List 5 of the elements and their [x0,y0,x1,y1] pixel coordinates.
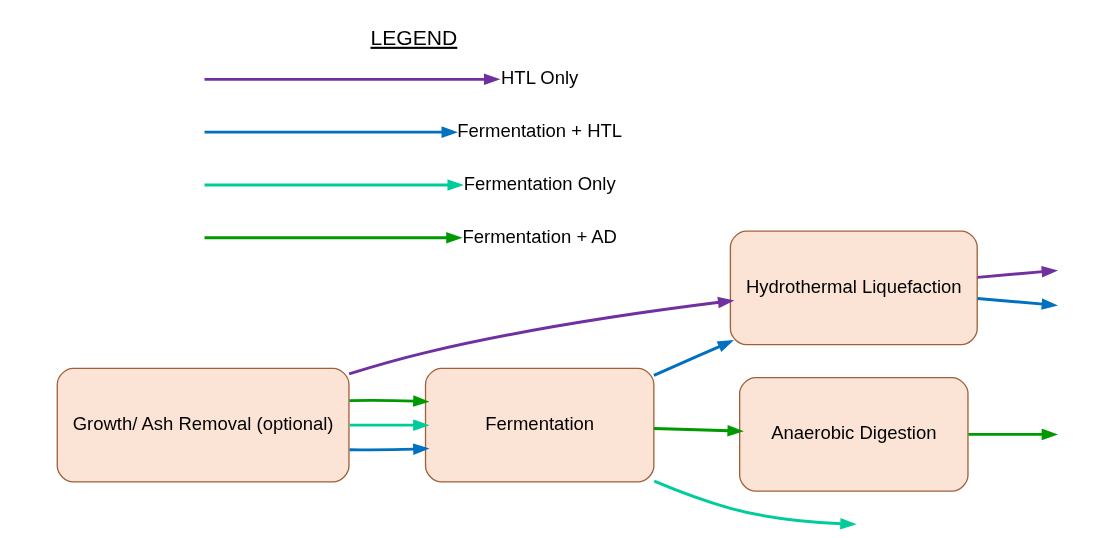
legend-label: Fermentation + AD [462,225,617,247]
legend-label: HTL Only [501,67,579,89]
legend-label: Fermentation + HTL [457,120,623,142]
legend-label: Fermentation Only [463,172,616,194]
label: LEGEND [370,25,458,49]
